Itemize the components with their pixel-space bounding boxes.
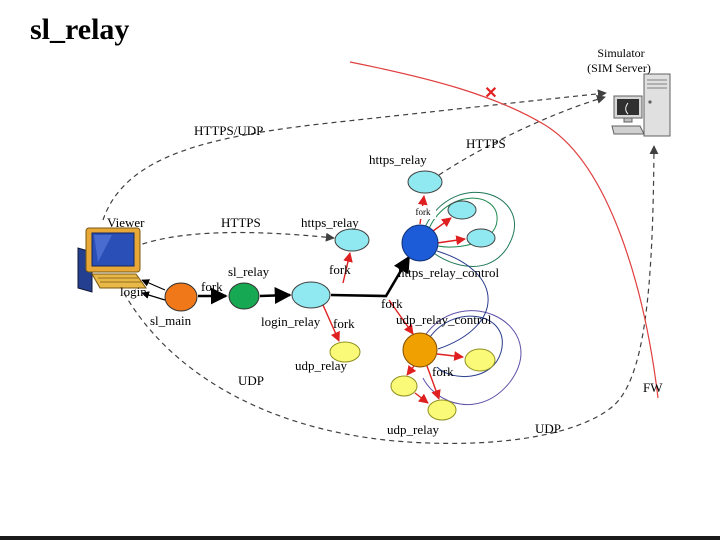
- firewall-curve: [349, 61, 659, 399]
- label-fork-https: fork: [329, 262, 351, 277]
- simulator-label-line1: Simulator: [597, 46, 644, 60]
- dashed-https-viewer-to-relay: [133, 231, 335, 248]
- fork-arrow-udp-relay: [322, 304, 340, 342]
- label-udp-relay-control: udp_relay_control: [396, 312, 492, 327]
- viewer-icon: [77, 227, 147, 293]
- dashed-https-udp-viewer-to-sim: [102, 89, 607, 221]
- label-fork-orange: fork: [432, 364, 454, 379]
- node-sl-main: [164, 282, 198, 312]
- label-https-relay-top: https_relay: [369, 152, 427, 167]
- fork-arrow-udp-child4: [414, 392, 429, 404]
- label-udp-right: UDP: [535, 421, 561, 436]
- label-https-viewer: HTTPS: [221, 215, 261, 230]
- label-udp-relay-bottom: udp_relay: [387, 422, 439, 437]
- label-fork-udp-left: fork: [333, 316, 355, 331]
- fork-badge: [410, 206, 436, 219]
- label-udp-relay-left: udp_relay: [295, 358, 347, 373]
- label-login-relay: login_relay: [261, 314, 321, 329]
- blocked-x-mark: ✕: [484, 85, 497, 102]
- login-arrow-1: [141, 279, 166, 291]
- page-title: sl_relay: [30, 13, 129, 46]
- node-udp-child-1: [390, 375, 418, 397]
- simulator-label-line2: (SIM Server): [587, 61, 651, 75]
- https-control-loop-outer: [424, 191, 515, 267]
- fork-arrow-udp-child3: [436, 351, 464, 361]
- fork-arrow-https-child1: [432, 217, 452, 232]
- node-https-relay-top: [407, 170, 443, 194]
- control-link-curve: [436, 250, 489, 350]
- fork-arrow-udp-child1: [406, 365, 417, 376]
- node-https-relay-mid: [334, 228, 370, 252]
- arrow-loginrelay-to-httpscontrol: [330, 255, 411, 298]
- label-udp-left: UDP: [238, 373, 264, 388]
- bottom-edge: [0, 536, 720, 540]
- udp-control-loop-outer: [422, 310, 522, 406]
- node-sl-relay: [228, 282, 260, 310]
- https-control-loop-inner: [427, 197, 498, 248]
- dashed-udp-loop: [123, 145, 659, 445]
- label-https-udp: HTTPS/UDP: [194, 123, 263, 138]
- label-fw: FW: [643, 380, 663, 395]
- label-https-relay-mid: https_relay: [301, 215, 359, 230]
- label-fork-sl: fork: [201, 279, 223, 294]
- fork-arrow-https-relay: [342, 252, 353, 284]
- label-https-to-sim: HTTPS: [466, 136, 506, 151]
- fork-arrow-udp-child2: [426, 365, 441, 400]
- login-arrow-2: [141, 291, 166, 301]
- fork-arrow-https-child2: [436, 235, 466, 246]
- simulator-icon: [611, 73, 671, 137]
- node-https-child-1: [447, 200, 477, 220]
- node-https-child-2: [466, 228, 496, 248]
- viewer-label: Viewer: [107, 215, 145, 230]
- node-https-relay-control: [401, 224, 439, 262]
- arrow-to-udpcontrol: [388, 299, 414, 335]
- dashed-https-relay-to-sim: [438, 95, 606, 176]
- node-udp-child-3: [464, 348, 496, 372]
- label-fork-blue: fork: [416, 207, 431, 217]
- node-udp-relay-left: [329, 341, 361, 363]
- arrow-slrelay-to-loginrelay: [259, 287, 292, 304]
- node-udp-relay-control: [402, 332, 438, 368]
- node-login-relay: [291, 281, 331, 309]
- node-udp-child-2: [427, 399, 457, 421]
- label-sl-main: sl_main: [150, 313, 192, 328]
- label-sl-relay: sl_relay: [228, 264, 270, 279]
- udp-control-loop-inner: [427, 315, 503, 378]
- label-https-relay-control: https_relay_control: [398, 265, 499, 280]
- label-fork-junction: fork: [381, 296, 403, 311]
- label-login: login: [120, 284, 147, 299]
